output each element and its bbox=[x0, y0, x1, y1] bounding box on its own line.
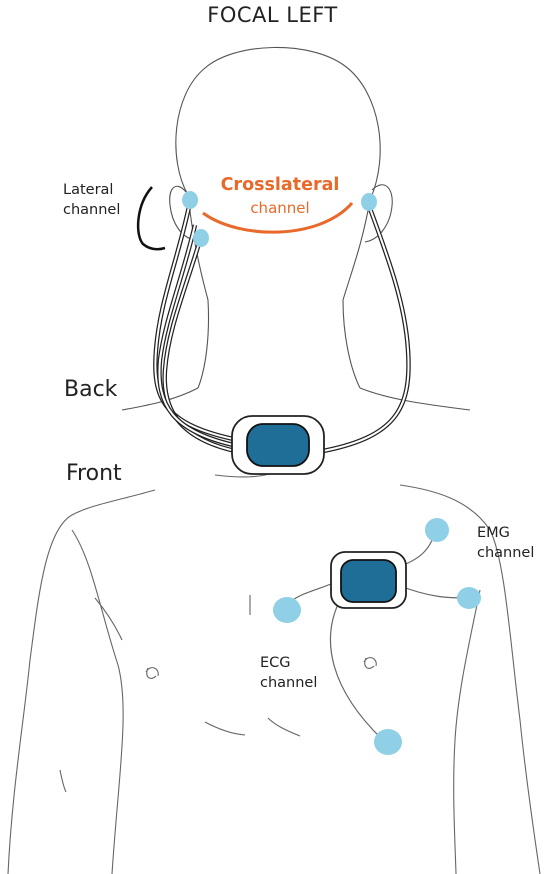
electrode-emg-lower bbox=[457, 587, 481, 609]
front-label: Front bbox=[66, 461, 122, 486]
head-outline bbox=[121, 46, 471, 411]
ecg-label-line1: ECG bbox=[260, 655, 291, 671]
back-label: Back bbox=[64, 377, 118, 402]
diagram-title: FOCAL LEFT bbox=[207, 3, 338, 27]
electrode-ecg-lower bbox=[374, 729, 402, 755]
electrode-right bbox=[361, 193, 377, 211]
lateral-label-line1: Lateral bbox=[63, 182, 114, 198]
electrode-emg-upper bbox=[425, 518, 449, 542]
lateral-bracket bbox=[136, 186, 166, 251]
lateral-channel-label: Lateral channel bbox=[63, 180, 120, 220]
cables bbox=[153, 201, 469, 743]
ecg-label-line2: channel bbox=[260, 675, 318, 691]
lateral-label-line2: channel bbox=[63, 202, 121, 218]
back-device bbox=[231, 415, 325, 475]
ecg-channel-label: ECG channel bbox=[260, 653, 317, 693]
front-device bbox=[330, 551, 407, 609]
emg-label-line2: channel bbox=[477, 545, 535, 561]
crosslateral-arc bbox=[202, 202, 354, 234]
electrode-ecg-upper bbox=[273, 597, 301, 623]
electrode-left-upper bbox=[182, 191, 198, 209]
emg-channel-label: EMG channel bbox=[477, 523, 534, 563]
electrodes bbox=[182, 191, 481, 755]
crosslateral-label-line2: channel bbox=[250, 199, 310, 217]
crosslateral-label-line1: Crosslateral bbox=[220, 175, 340, 195]
emg-label-line1: EMG bbox=[477, 525, 510, 541]
torso-outline bbox=[7, 471, 541, 874]
electrode-left-lower bbox=[193, 229, 209, 247]
